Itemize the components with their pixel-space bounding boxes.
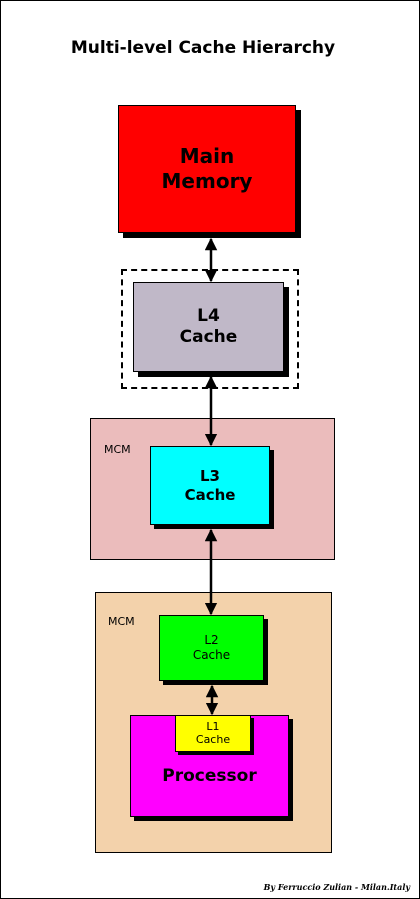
main-memory-block: Main Memory — [118, 105, 296, 233]
mcm-upper-label: MCM — [104, 443, 131, 456]
l2-cache-block: L2 Cache — [159, 615, 264, 681]
mcm-lower-label: MCM — [108, 615, 135, 628]
l1-cache-block: L1 Cache — [175, 715, 251, 752]
author-credit: By Ferruccio Zulian - Milan.Italy — [263, 882, 410, 892]
l4-cache-block: L4 Cache — [133, 282, 284, 372]
l3-cache-block: L3 Cache — [150, 446, 270, 525]
diagram-title: Multi-level Cache Hierarchy — [70, 38, 336, 58]
